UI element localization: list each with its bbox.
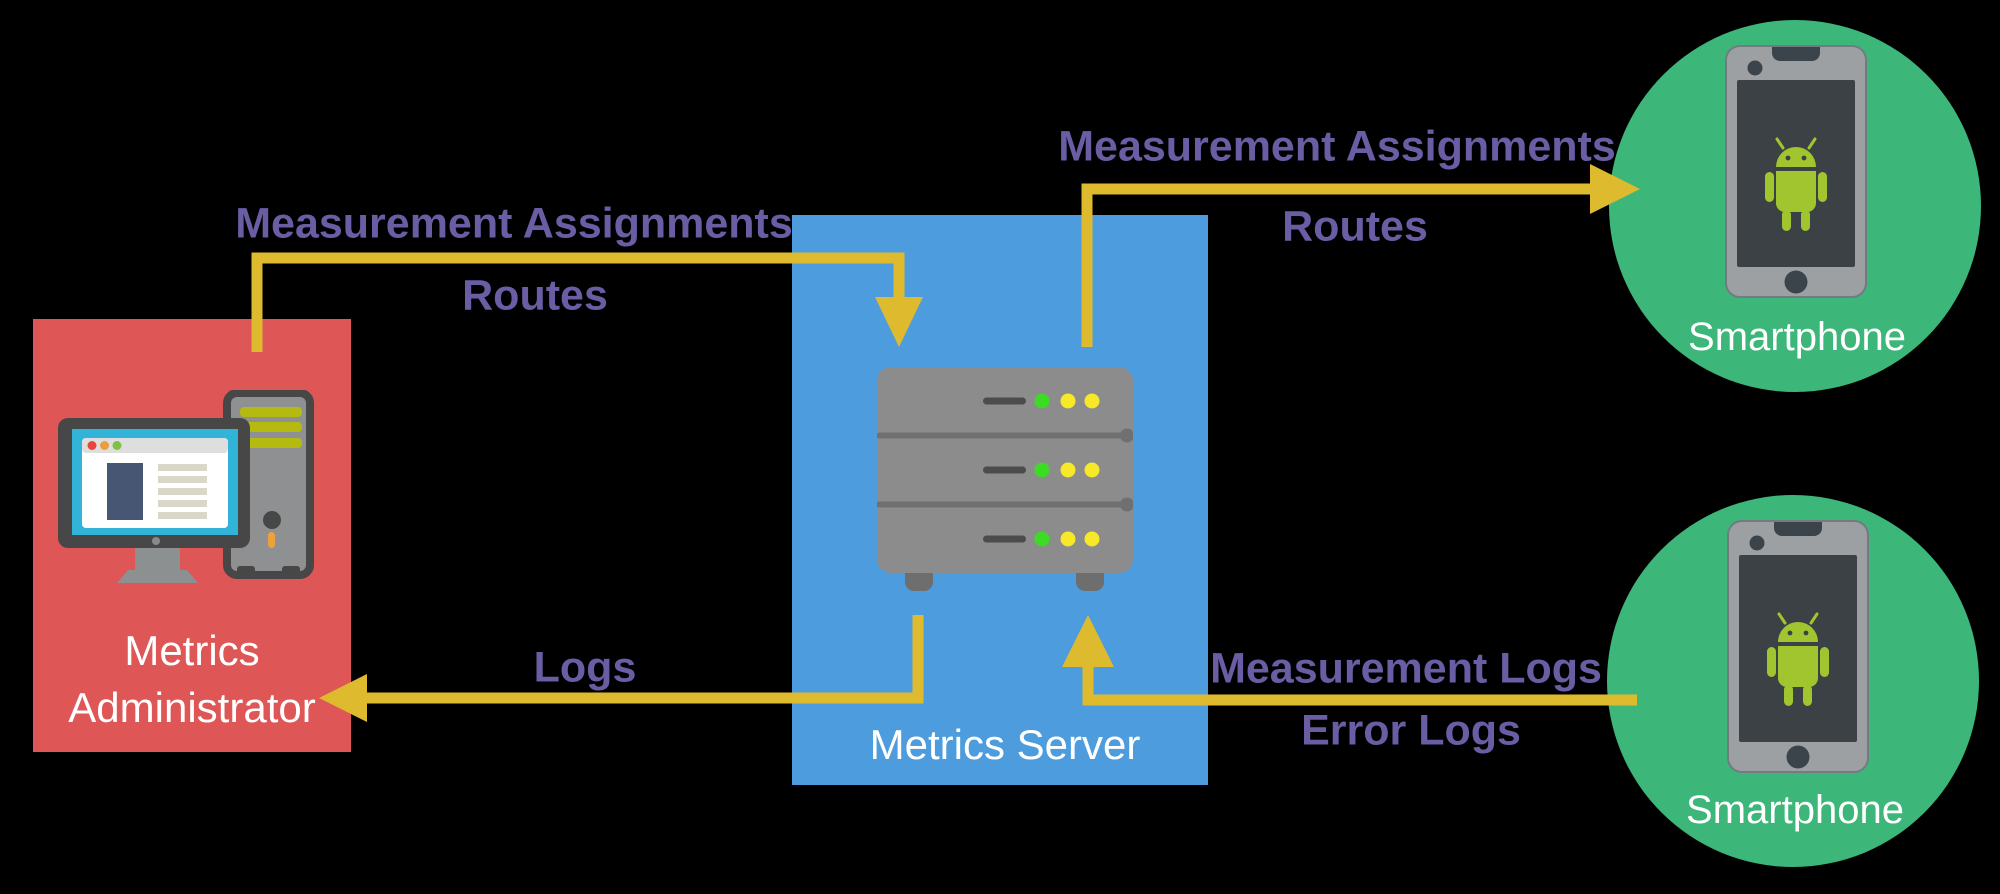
desktop-computer-icon	[58, 390, 314, 583]
edge-label-phone-assignments: Measurement Assignments	[1058, 122, 1616, 171]
edge-label-admin-assignments: Measurement Assignments	[235, 199, 793, 248]
edge-label-error-logs: Error Logs	[1301, 706, 1521, 755]
edge-label-phone-routes: Routes	[1282, 202, 1428, 251]
smartphone-icon	[1727, 520, 1869, 773]
admin-node-label: Metrics Administrator	[33, 622, 351, 736]
android-icon	[1767, 612, 1829, 706]
edge-label-admin-routes: Routes	[462, 271, 608, 320]
admin-label-line2: Administrator	[68, 684, 316, 731]
server-rack-icon	[877, 367, 1133, 591]
edge-label-logs: Logs	[533, 643, 637, 692]
edge-label-measurement-logs: Measurement Logs	[1210, 644, 1602, 693]
smartphone-top-label: Smartphone	[1688, 315, 1906, 359]
smartphone-bottom-label: Smartphone	[1686, 788, 1904, 832]
server-node-label: Metrics Server	[869, 721, 1141, 768]
android-icon	[1765, 137, 1827, 231]
admin-label-line1: Metrics	[124, 627, 260, 674]
smartphone-icon	[1725, 45, 1867, 298]
